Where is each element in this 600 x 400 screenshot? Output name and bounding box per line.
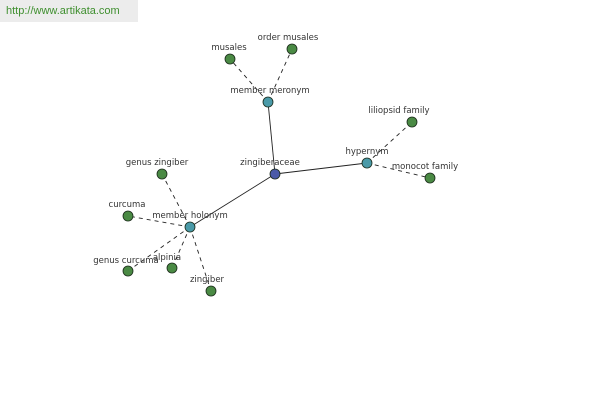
node-label-genus-zingiber: genus zingiber: [126, 158, 189, 168]
node-monocot-family[interactable]: monocot family: [392, 162, 458, 184]
node-genus-zingiber[interactable]: genus zingiber: [126, 158, 189, 180]
edge-member-holonym-to-curcuma: [127, 215, 191, 228]
node-circle-genus-zingiber[interactable]: [156, 168, 168, 180]
node-zingiber[interactable]: zingiber: [190, 275, 225, 297]
node-member-meronym[interactable]: member meronym: [230, 86, 310, 108]
node-label-zingiberaceae: zingiberaceae: [240, 158, 300, 168]
node-label-hypernym: hypernym: [345, 147, 388, 157]
watermark-url[interactable]: http://www.artikata.com: [0, 0, 138, 22]
edge-member-holonym-to-genus-zingiber: [161, 173, 191, 228]
node-member-holonym[interactable]: member holonym: [152, 211, 228, 233]
edge-member-holonym-to-zingiber: [189, 226, 212, 292]
node-label-genus-curcuma: genus curcuma: [93, 256, 158, 266]
node-label-alpinia: alpinia: [153, 253, 181, 263]
nodes-layer: zingiberaceae member meronym hypernym membe…: [93, 33, 458, 297]
node-label-order-musales: order musales: [258, 33, 319, 43]
edge-hypernym-to-monocot-family: [366, 162, 431, 179]
node-label-monocot-family: monocot family: [392, 162, 458, 172]
node-label-member-meronym: member meronym: [230, 86, 309, 96]
node-zingiberaceae[interactable]: zingiberaceae: [240, 158, 300, 180]
node-circle-genus-curcuma[interactable]: [122, 265, 134, 277]
node-circle-zingiber[interactable]: [205, 285, 217, 297]
node-label-zingiber: zingiber: [190, 275, 225, 285]
node-hypernym[interactable]: hypernym: [345, 147, 389, 169]
edge-zingiberaceae-to-hypernym: [274, 162, 368, 175]
edge-zingiberaceae-to-member-meronym: [267, 101, 276, 175]
node-label-liliopsid-family: liliopsid family: [368, 106, 429, 116]
node-circle-hypernym[interactable]: [361, 157, 373, 169]
edge-hypernym-to-liliopsid-family: [366, 121, 413, 164]
node-circle-curcuma[interactable]: [122, 210, 134, 222]
node-circle-monocot-family[interactable]: [424, 172, 436, 184]
edge-member-meronym-to-order-musales: [267, 48, 293, 103]
node-circle-member-holonym[interactable]: [184, 221, 196, 233]
edges-layer: [127, 48, 431, 292]
node-liliopsid-family[interactable]: liliopsid family: [368, 106, 430, 128]
node-circle-member-meronym[interactable]: [262, 96, 274, 108]
node-circle-alpinia[interactable]: [166, 262, 178, 274]
node-musales[interactable]: musales: [211, 43, 247, 65]
node-genus-curcuma[interactable]: genus curcuma: [93, 256, 159, 277]
node-circle-zingiberaceae[interactable]: [269, 168, 281, 180]
edge-zingiberaceae-to-member-holonym: [189, 173, 276, 228]
node-label-member-holonym: member holonym: [152, 211, 227, 221]
node-order-musales[interactable]: order musales: [258, 33, 319, 55]
edge-member-meronym-to-musales: [229, 58, 269, 103]
node-circle-liliopsid-family[interactable]: [406, 116, 418, 128]
node-circle-order-musales[interactable]: [286, 43, 298, 55]
node-label-musales: musales: [211, 43, 247, 53]
node-curcuma[interactable]: curcuma: [109, 200, 146, 222]
node-alpinia[interactable]: alpinia: [153, 253, 181, 274]
node-label-curcuma: curcuma: [109, 200, 146, 210]
node-circle-musales[interactable]: [224, 53, 236, 65]
